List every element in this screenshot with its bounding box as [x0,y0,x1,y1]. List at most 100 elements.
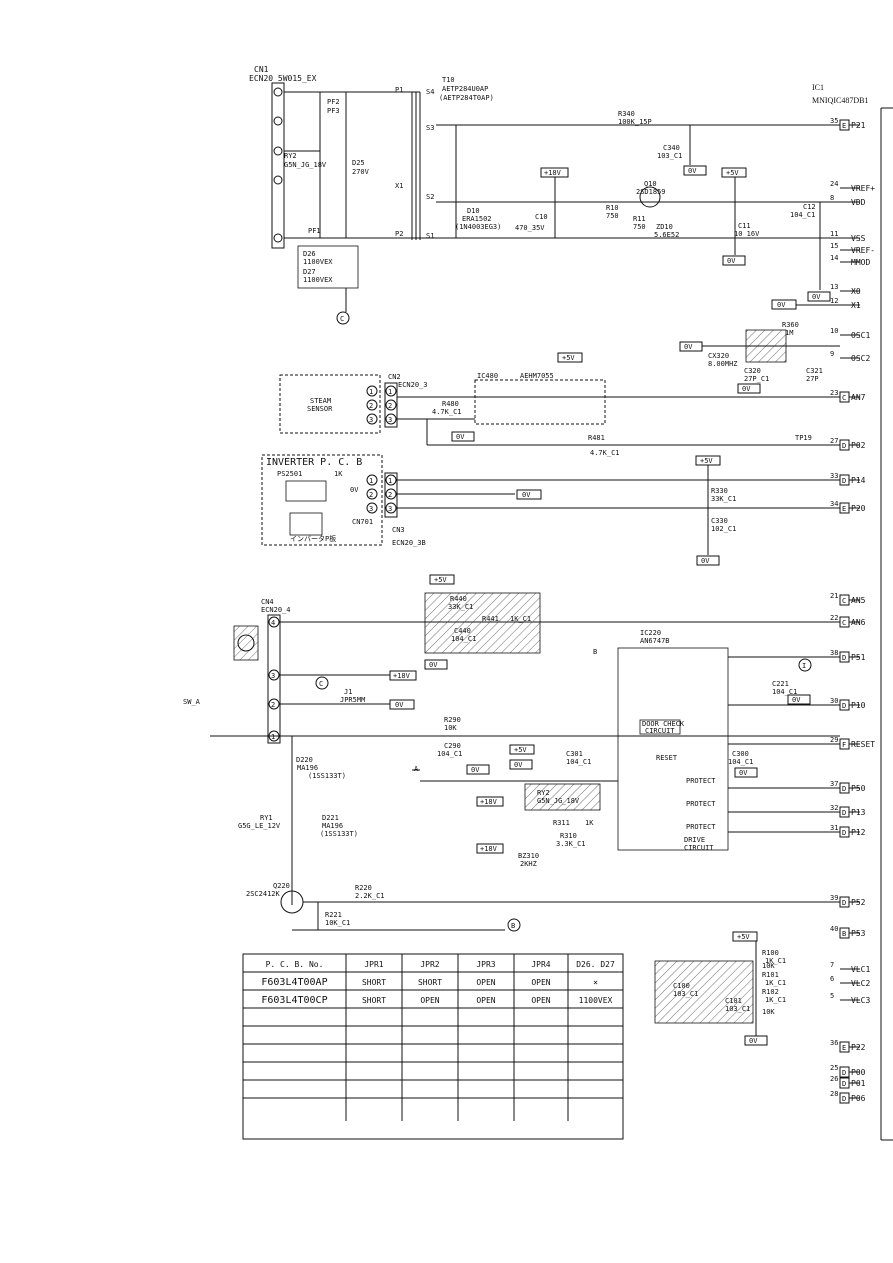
svg-text:JPR5MM: JPR5MM [340,696,365,704]
svg-text:C11: C11 [738,222,751,230]
ic1-pin-number: 38 [830,649,838,657]
ic1-pin-type: D [842,899,846,907]
svg-text:S3: S3 [426,124,434,132]
d26-val: 1100VEX [303,258,333,266]
ic1-pin-type: E [842,1044,846,1052]
svg-text:(1N4003EG3): (1N4003EG3) [455,223,501,231]
inverter-pcb-box [261,454,383,546]
svg-text:33K_C1: 33K_C1 [448,603,473,611]
ic1-pin-number: 11 [830,230,838,238]
svg-text:RY2: RY2 [537,789,550,797]
svg-text:104_C1: 104_C1 [790,211,815,219]
svg-text:G5G_LE_12V: G5G_LE_12V [238,822,281,830]
svg-text:CIRCUIT: CIRCUIT [645,727,675,735]
svg-text:C300: C300 [732,750,749,758]
q10-transistor [639,186,661,208]
svg-text:R360: R360 [782,321,799,329]
ic1-pin-number: 34 [830,500,838,508]
svg-text:Q220: Q220 [273,882,290,890]
svg-text:0V: 0V [812,293,821,301]
svg-text:PROTECT: PROTECT [686,777,716,785]
power-section: CN1 ECN20_5W015_EX PF2 PF3 RY2 G5N_JG_18… [249,65,840,325]
ic1-pin-name: P12 [851,828,866,837]
svg-text:3: 3 [388,505,392,513]
ic1-pin-name: X0 [851,287,861,296]
svg-text:ECN20_4: ECN20_4 [261,606,291,614]
svg-text:2KHZ: 2KHZ [520,860,537,868]
svg-text:0V: 0V [514,761,523,769]
ic1-pin-name: OSC2 [851,354,870,363]
svg-text:1: 1 [369,477,373,485]
svg-text:33K_C1: 33K_C1 [711,495,736,503]
svg-text:G5N_JG_18V: G5N_JG_18V [537,797,580,805]
svg-text:3: 3 [388,416,392,424]
ic1-pin-name: VLC2 [851,979,870,988]
ic1-pin-type: E [842,122,846,130]
svg-text:4.7K_C1: 4.7K_C1 [590,449,620,457]
svg-text:P2: P2 [395,230,403,238]
ic1-pin-name: P53 [851,929,866,938]
ic1-pin-number: 37 [830,780,838,788]
svg-text:PROTECT: PROTECT [686,800,716,808]
ic1-pin-name: VREF+ [851,184,875,193]
table-header-cell: P. C. B. No. [266,960,324,969]
ic1-pin-name: MMOD [851,258,870,267]
svg-text:ZD10: ZD10 [656,223,673,231]
ic1-pin-name: VSS [851,234,866,243]
inverter-section: INVERTER P. C. B PS2501 1K 0V CN701 インバー… [261,454,840,566]
relay-driver-section: D220 MA196 (1SS133T) RY1 G5G_LE_12V D221… [238,736,840,932]
svg-text:TP19: TP19 [795,434,812,442]
svg-text:PS2501: PS2501 [277,470,302,478]
ic1-pin-name: P01 [851,1079,866,1088]
svg-text:+18V: +18V [480,845,498,853]
svg-text:R221: R221 [325,911,342,919]
svg-text:R220: R220 [355,884,372,892]
svg-text:C221: C221 [772,680,789,688]
svg-text:RESET: RESET [656,754,678,762]
table-frame [242,953,624,1140]
svg-text:C10: C10 [535,213,548,221]
svg-text:+5V: +5V [700,457,713,465]
svg-text:B: B [511,922,515,930]
svg-text:R311: R311 [553,819,570,827]
cn1-connector [271,82,285,249]
pf3-label: PF3 [327,107,340,115]
ic1-pin-type-box [839,1092,850,1104]
svg-text:Q10: Q10 [644,180,657,188]
ic1-pin-name: P20 [851,504,866,513]
svg-text:104_C1: 104_C1 [566,758,591,766]
ic1-pin-number: 6 [830,975,834,983]
svg-text:100K_15P: 100K_15P [618,118,652,126]
svg-text:1K: 1K [585,819,594,827]
svg-text:2.2K_C1: 2.2K_C1 [355,892,385,900]
svg-text:2: 2 [369,491,373,499]
svg-text:C: C [319,680,323,688]
svg-text:R481: R481 [588,434,605,442]
svg-text:750: 750 [633,223,646,231]
svg-text:1K_C1: 1K_C1 [765,979,786,987]
svg-text:103_C1: 103_C1 [657,152,682,160]
ic1-pin-number: 10 [830,327,838,335]
ic1-pin-number: 29 [830,736,838,744]
ic1-pin-type-box [839,1066,850,1078]
ic1-pin-number: 15 [830,242,838,250]
svg-text:S4: S4 [426,88,434,96]
ic1-pin-type: D [842,702,846,710]
ic1-pin-name: P51 [851,653,866,662]
svg-text:10K: 10K [762,962,775,970]
svg-text:0V: 0V [684,343,693,351]
table-cell: 1100VEX [579,996,613,1005]
svg-text:750: 750 [606,212,619,220]
svg-text:CN2: CN2 [388,373,401,381]
ic1-pin-name: P02 [851,441,866,450]
svg-text:B: B [593,648,597,656]
svg-text:C290: C290 [444,742,461,750]
svg-text:CN3: CN3 [392,526,405,534]
svg-text:SW_A: SW_A [183,698,201,706]
svg-text:(1SS133T): (1SS133T) [320,830,358,838]
svg-text:T10: T10 [442,76,455,84]
svg-text:0V: 0V [727,257,736,265]
table-header-cell: JPR2 [420,960,439,969]
